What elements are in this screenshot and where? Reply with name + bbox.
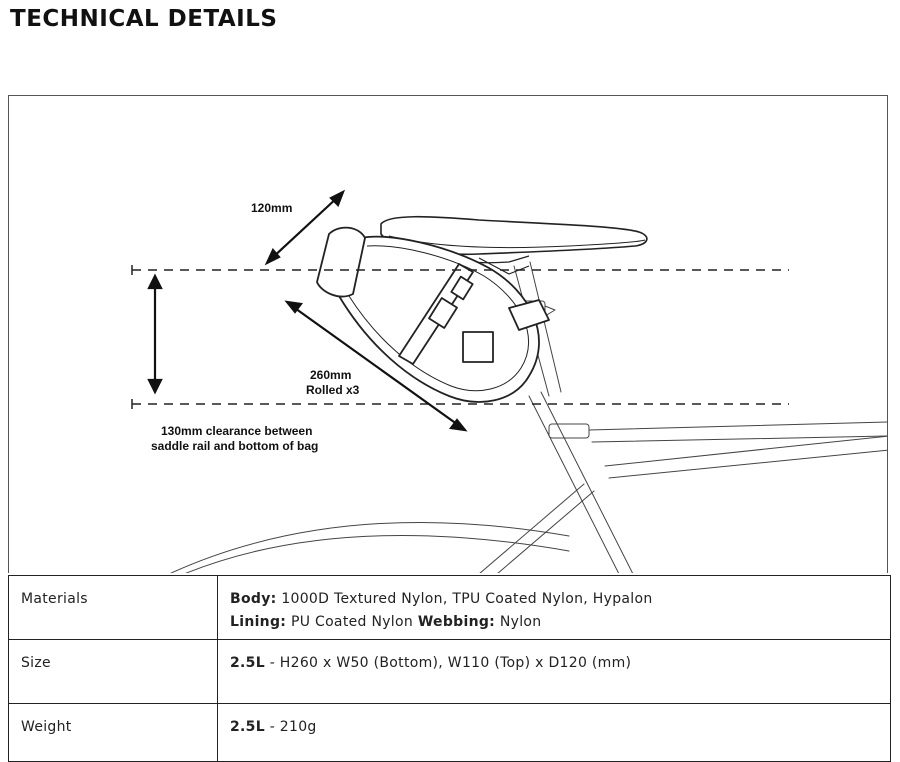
spec-label-weight: Weight bbox=[8, 703, 218, 762]
page-title: TECHNICAL DETAILS bbox=[10, 6, 278, 32]
spec-value-size: 2.5L - H260 x W50 (Bottom), W110 (Top) x… bbox=[217, 639, 891, 704]
size-key: 2.5L bbox=[230, 655, 265, 671]
depth-arrow bbox=[270, 195, 340, 260]
clearance-label-line1: 130mm clearance between bbox=[161, 424, 312, 438]
body-value: 1000D Textured Nylon, TPU Coated Nylon, … bbox=[281, 591, 653, 607]
webbing-value: Nylon bbox=[499, 614, 542, 630]
body-key: Body: bbox=[230, 591, 277, 607]
spec-row-size: Size 2.5L - H260 x W50 (Bottom), W110 (T… bbox=[8, 639, 891, 704]
webbing-key: Webbing: bbox=[417, 614, 496, 630]
spec-row-weight: Weight 2.5L - 210g bbox=[8, 703, 891, 762]
saddle-bag bbox=[316, 226, 550, 403]
lining-key: Lining: bbox=[230, 614, 287, 630]
depth-label: 120mm bbox=[251, 201, 292, 215]
seat-tube bbox=[528, 395, 620, 573]
seat-stay bbox=[604, 435, 887, 467]
technical-diagram: 120mm 260mm Rolled x3 130mm clearance be… bbox=[8, 95, 888, 573]
size-value: - H260 x W50 (Bottom), W110 (Top) x D120… bbox=[269, 655, 632, 671]
top-tube bbox=[588, 421, 887, 431]
spec-table: Materials Body: 1000D Textured Nylon, TP… bbox=[8, 575, 891, 762]
spec-value-weight: 2.5L - 210g bbox=[217, 703, 891, 762]
spec-value-materials: Body: 1000D Textured Nylon, TPU Coated N… bbox=[217, 575, 891, 640]
weight-key: 2.5L bbox=[230, 719, 265, 735]
weight-value: - 210g bbox=[269, 719, 317, 735]
lining-value: PU Coated Nylon bbox=[290, 614, 414, 630]
spec-row-materials: Materials Body: 1000D Textured Nylon, TP… bbox=[8, 575, 891, 640]
length-label-line1: 260mm bbox=[310, 368, 351, 382]
bike-saddle-bag-illustration: 120mm 260mm Rolled x3 130mm clearance be… bbox=[131, 189, 887, 573]
clearance-label-line2: saddle rail and bottom of bag bbox=[151, 439, 318, 453]
spec-label-size: Size bbox=[8, 639, 218, 704]
wheel-outline bbox=[170, 521, 570, 573]
length-arrow bbox=[291, 305, 462, 428]
length-label-line2: Rolled x3 bbox=[306, 383, 360, 397]
spec-label-materials: Materials bbox=[8, 575, 218, 640]
